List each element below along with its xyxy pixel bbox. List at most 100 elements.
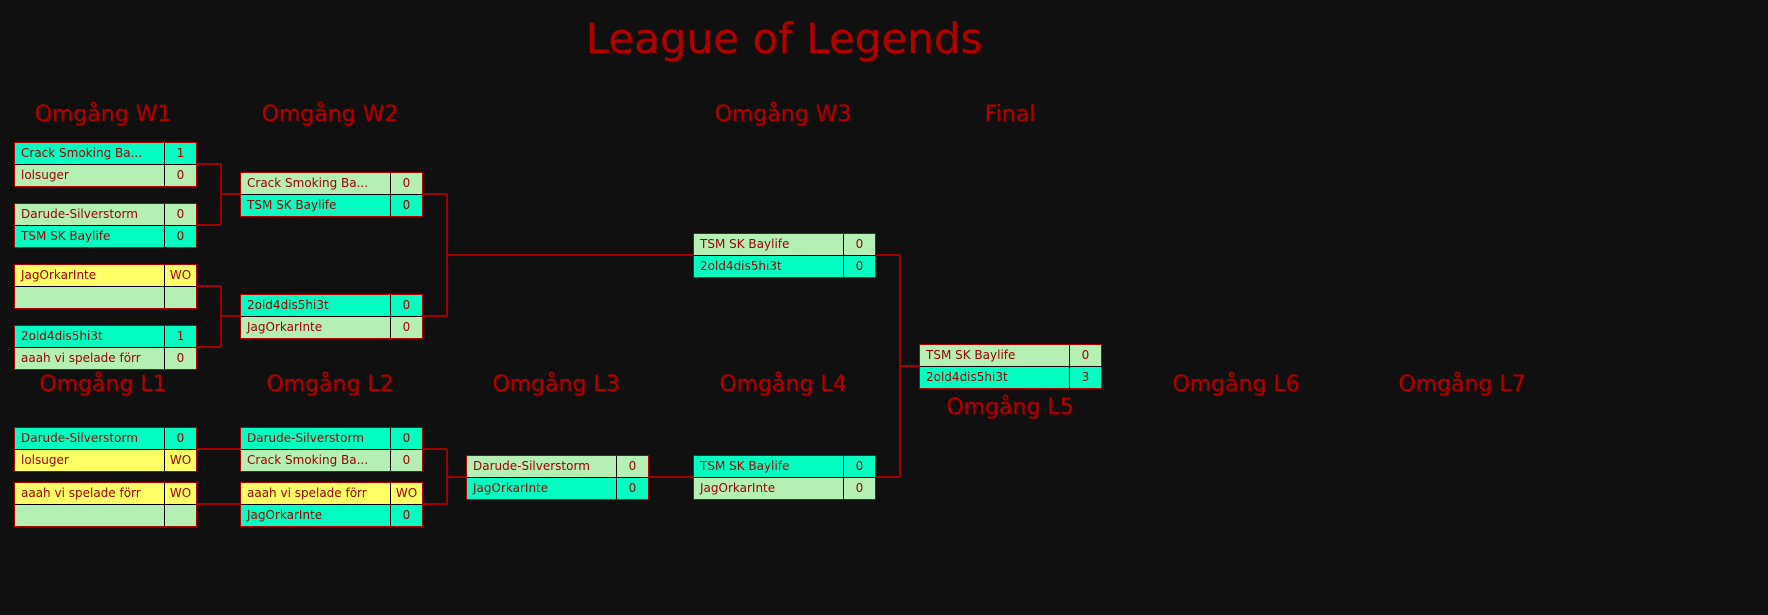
- team-name: Crack Smoking Ba...: [15, 143, 165, 164]
- team-score: 0: [176, 168, 185, 182]
- round-header-l4: Omgång L4: [719, 372, 847, 397]
- team-score: 0: [855, 481, 864, 495]
- team-name: [15, 505, 165, 526]
- team-name: Darude-Silverstorm: [467, 456, 617, 477]
- team-row[interactable]: Darude-Silverstorm 0: [15, 428, 196, 449]
- team-score: 0: [176, 351, 185, 365]
- team-row[interactable]: JagOrkarInte 0: [467, 477, 648, 499]
- team-score: 0: [402, 176, 411, 190]
- round-header-l6: Omgång L6: [1172, 372, 1300, 397]
- team-name: Crack Smoking Ba...: [241, 450, 391, 471]
- connector-line: [423, 193, 693, 317]
- round-header-l2: Omgång L2: [266, 372, 394, 397]
- team-name: lolsuger: [15, 450, 165, 471]
- team-score: 0: [402, 453, 411, 467]
- team-name: JagOrkarInte: [467, 478, 617, 499]
- team-row[interactable]: JagOrkarInte WO: [15, 265, 196, 286]
- team-name: TSM SK Baylife: [241, 195, 391, 216]
- team-score: 0: [402, 431, 411, 445]
- team-score: 0: [176, 431, 185, 445]
- team-name: 2old4dis5hi3t: [15, 326, 165, 347]
- connector-line: [197, 163, 240, 226]
- team-row[interactable]: [15, 286, 196, 308]
- match-w1c[interactable]: JagOrkarInte WO: [14, 264, 197, 309]
- team-row[interactable]: TSM SK Baylife 0: [920, 345, 1101, 366]
- team-row[interactable]: 2old4dis5hi3t 0: [241, 295, 422, 316]
- team-row[interactable]: Darude-Silverstorm 0: [241, 428, 422, 449]
- team-name: JagOrkarInte: [15, 265, 165, 286]
- team-score: 0: [176, 229, 185, 243]
- team-name: TSM SK Baylife: [920, 345, 1070, 366]
- team-score: 0: [402, 298, 411, 312]
- team-score: 0: [855, 259, 864, 273]
- team-score: 1: [176, 146, 185, 160]
- round-header-l7: Omgång L7: [1398, 372, 1526, 397]
- team-name: JagOrkarInte: [694, 478, 844, 499]
- team-name: lolsuger: [15, 165, 165, 186]
- team-row[interactable]: TSM SK Baylife 0: [241, 194, 422, 216]
- round-header-l3: Omgång L3: [492, 372, 620, 397]
- team-name: Crack Smoking Ba...: [241, 173, 391, 194]
- team-name: Darude-Silverstorm: [15, 428, 165, 449]
- connector-line: [876, 254, 919, 478]
- team-score: [165, 505, 196, 526]
- team-name: 2old4dis5hi3t: [920, 367, 1070, 388]
- team-row[interactable]: Darude-Silverstorm 0: [467, 456, 648, 477]
- team-row[interactable]: 2old4dis5hi3t 0: [694, 255, 875, 277]
- team-score: 0: [628, 481, 637, 495]
- team-row[interactable]: Crack Smoking Ba... 0: [241, 449, 422, 471]
- team-row[interactable]: lolsuger 0: [15, 164, 196, 186]
- team-score: 0: [402, 508, 411, 522]
- team-score: 1: [176, 329, 185, 343]
- team-row[interactable]: [15, 504, 196, 526]
- team-score: 0: [402, 198, 411, 212]
- connector-line: [197, 285, 240, 348]
- team-name: TSM SK Baylife: [694, 456, 844, 477]
- team-name: [15, 287, 165, 308]
- team-name: 2old4dis5hi3t: [241, 295, 391, 316]
- team-score: 0: [1081, 348, 1090, 362]
- team-row[interactable]: 2old4dis5hi3t 1: [15, 326, 196, 347]
- round-header-final: Final: [984, 102, 1036, 127]
- round-header-w3: Omgång W3: [714, 102, 852, 127]
- match-w1a[interactable]: Crack Smoking Ba... 1 lolsuger 0: [14, 142, 197, 187]
- team-score: 0: [402, 320, 411, 334]
- team-name: aaah vi spelade förr: [241, 483, 391, 504]
- round-header-l5: Omgång L5: [946, 395, 1074, 420]
- connector-line: [423, 448, 466, 505]
- team-score: 0: [628, 459, 637, 473]
- team-row[interactable]: Crack Smoking Ba... 0: [241, 173, 422, 194]
- team-row[interactable]: JagOrkarInte 0: [694, 477, 875, 499]
- round-header-l1: Omgång L1: [39, 372, 167, 397]
- team-name: Darude-Silverstorm: [15, 204, 165, 225]
- team-score: WO: [169, 268, 192, 282]
- team-name: 2old4dis5hi3t: [694, 256, 844, 277]
- team-name: Darude-Silverstorm: [241, 428, 391, 449]
- team-row[interactable]: Crack Smoking Ba... 1: [15, 143, 196, 164]
- round-header-w1: Omgång W1: [34, 102, 172, 127]
